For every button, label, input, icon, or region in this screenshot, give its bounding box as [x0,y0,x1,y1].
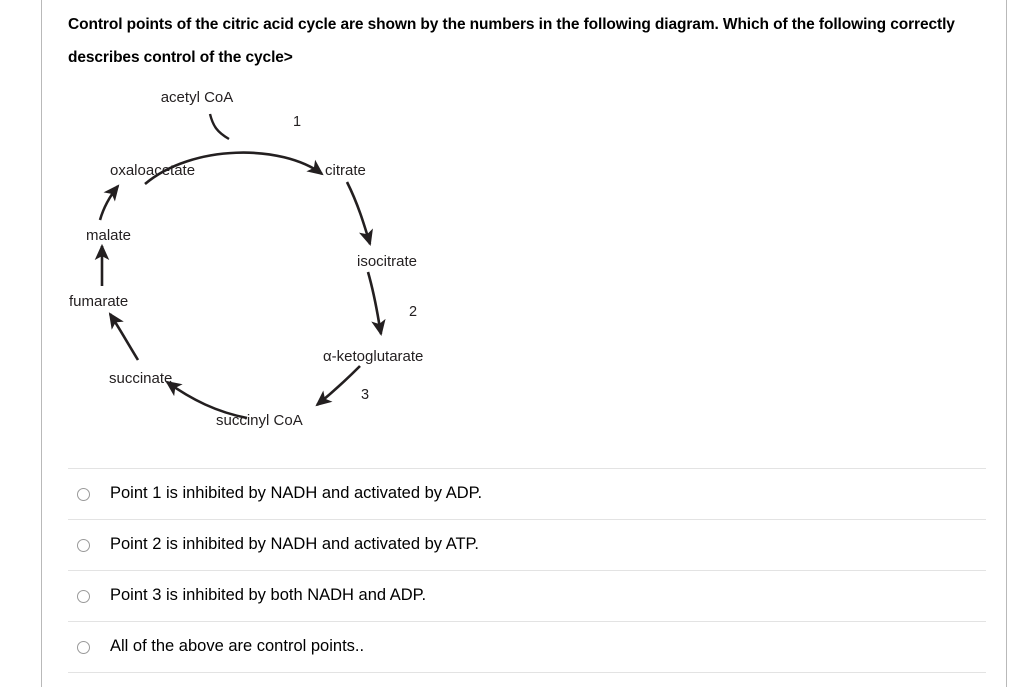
answer-option-3-label: Point 3 is inhibited by both NADH and AD… [110,586,427,605]
label-acetyl-coa: acetyl CoA [161,89,234,106]
answer-option-1-label: Point 1 is inhibited by NADH and activat… [110,484,483,503]
acetyl-coa-feeder-arrow [208,113,230,141]
cycle-svg: acetyl CoA oxaloacetate citrate isocitra… [69,89,423,429]
label-succinate: succinate [109,370,172,387]
radio-button-option-4[interactable] [77,640,90,654]
answer-option-1[interactable]: Point 1 is inhibited by NADH and activat… [68,468,986,519]
radio-button-option-2[interactable] [77,538,90,552]
question-stem: Control points of the citric acid cycle … [68,16,955,66]
label-succinyl-coa: succinyl CoA [216,412,303,429]
arrow-citrate-to-isocitrate [345,181,373,246]
control-point-1-number: 1 [293,114,301,130]
answer-option-4-label: All of the above are control points.. [110,637,365,656]
question-content: Control points of the citric acid cycle … [42,0,1006,687]
answer-option-4[interactable]: All of the above are control points.. [68,621,986,673]
arrow-malate-to-oxaloacetate [98,184,120,221]
arrow-succinyl-coa-to-succinate [165,380,248,420]
label-citrate: citrate [325,162,366,179]
answer-option-2[interactable]: Point 2 is inhibited by NADH and activat… [68,519,986,570]
answer-options-list: Point 1 is inhibited by NADH and activat… [68,468,986,673]
label-malate: malate [86,227,131,244]
label-oxaloacetate: oxaloacetate [110,162,195,179]
arrow-oxaloacetate-to-citrate [144,151,324,185]
page-left-border [41,0,42,687]
label-alpha-ketoglutarate: α-ketoglutarate [323,348,423,365]
page-right-border [1006,0,1007,687]
arrow-succinate-to-fumarate [108,312,140,361]
control-point-2-number: 2 [409,304,417,320]
control-point-3-number: 3 [361,387,369,403]
label-fumarate: fumarate [69,293,128,310]
arrow-isocitrate-to-alpha-ketoglutarate [366,271,386,337]
label-isocitrate: isocitrate [357,253,417,270]
citric-acid-cycle-diagram: acetyl CoA oxaloacetate citrate isocitra… [42,78,542,453]
arrow-alpha-ketoglutarate-to-succinyl-coa [315,365,361,407]
radio-button-option-3[interactable] [77,589,90,603]
radio-button-option-1[interactable] [77,487,90,501]
answer-option-3[interactable]: Point 3 is inhibited by both NADH and AD… [68,570,986,621]
answer-option-2-label: Point 2 is inhibited by NADH and activat… [110,535,480,554]
